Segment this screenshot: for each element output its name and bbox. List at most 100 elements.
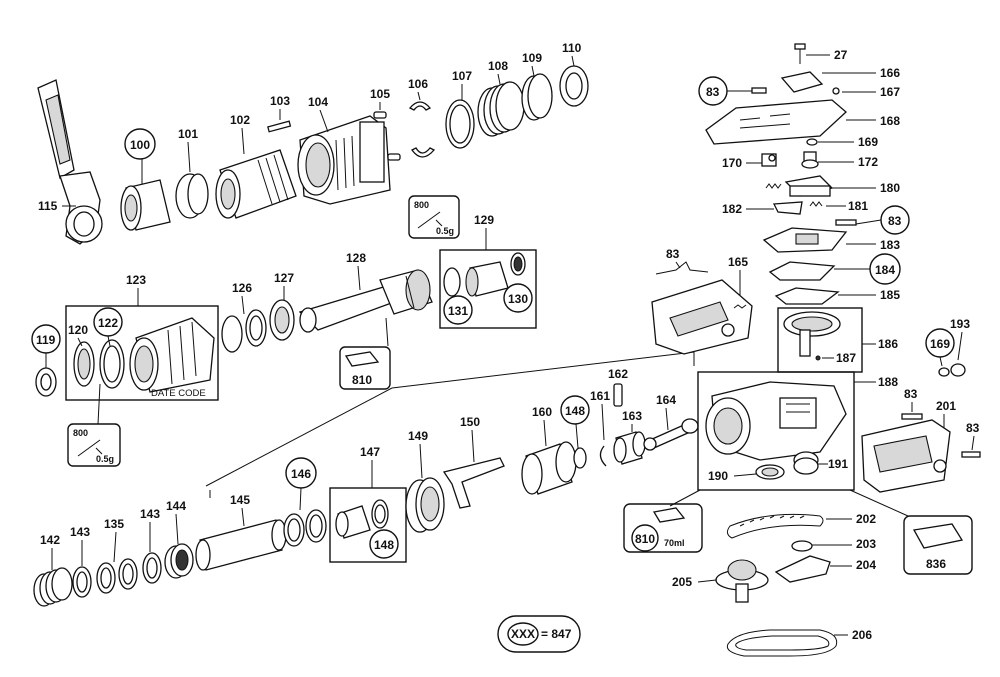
piston-part-147 bbox=[335, 499, 389, 539]
washer-part-110 bbox=[559, 65, 589, 107]
label-104: 104 bbox=[308, 95, 328, 109]
label-162: 162 bbox=[608, 367, 628, 381]
group-box-147 bbox=[329, 487, 407, 563]
clutch-part-123 bbox=[73, 317, 215, 393]
label-810-b: 810 bbox=[635, 532, 655, 546]
label-122: 122 bbox=[98, 316, 118, 330]
label-145: 145 bbox=[230, 493, 250, 507]
spring-part-180a bbox=[765, 183, 782, 189]
bearing-part-191 bbox=[793, 451, 819, 475]
grease-note-800-a: 800 bbox=[414, 200, 429, 210]
sleeve-part bbox=[120, 179, 171, 231]
label-105: 105 bbox=[370, 87, 390, 101]
label-142: 142 bbox=[40, 533, 60, 547]
gear-part-129 bbox=[443, 252, 526, 297]
spring-part-142 bbox=[33, 567, 73, 607]
front-housing-part bbox=[297, 115, 391, 205]
label-186: 186 bbox=[878, 337, 898, 351]
label-201: 201 bbox=[936, 399, 956, 413]
oring-part-169 bbox=[806, 138, 818, 146]
label-150: 150 bbox=[460, 415, 480, 429]
label-101: 101 bbox=[178, 127, 198, 141]
label-166: 166 bbox=[880, 66, 900, 80]
label-160: 160 bbox=[532, 405, 552, 419]
label-185: 185 bbox=[880, 288, 900, 302]
label-172: 172 bbox=[858, 155, 878, 169]
switch-block-part-180 bbox=[784, 175, 834, 197]
label-182: 182 bbox=[722, 202, 742, 216]
screw-part-83b bbox=[835, 219, 857, 226]
label-164: 164 bbox=[656, 393, 676, 407]
label-109: 109 bbox=[522, 51, 542, 65]
group-box-129 bbox=[439, 249, 537, 329]
ring-part-148a bbox=[573, 447, 587, 469]
label-123: 123 bbox=[126, 273, 146, 287]
spindle-part-128 bbox=[298, 269, 433, 333]
label-180: 180 bbox=[880, 181, 900, 195]
gear-housing-part-165 bbox=[651, 279, 753, 355]
label-169: 169 bbox=[858, 135, 878, 149]
ring-part-127 bbox=[269, 299, 295, 341]
label-161: 161 bbox=[590, 389, 610, 403]
label-810-a: 810 bbox=[352, 373, 372, 387]
label-204: 204 bbox=[856, 558, 876, 572]
label-131: 131 bbox=[448, 304, 468, 318]
screw-part-83d bbox=[901, 413, 923, 420]
label-205: 205 bbox=[672, 575, 692, 589]
label-190: 190 bbox=[708, 469, 728, 483]
label-130: 130 bbox=[508, 292, 528, 306]
cover-part-168 bbox=[705, 99, 847, 145]
label-143-b: 143 bbox=[140, 507, 160, 521]
lever-part-150 bbox=[442, 457, 505, 509]
ring-part-109 bbox=[521, 73, 553, 121]
plate-part-183 bbox=[762, 227, 848, 253]
grease-note-05g-a: 0.5g bbox=[436, 226, 454, 236]
gasket-part-185 bbox=[774, 287, 840, 305]
axis-line-lower bbox=[205, 387, 393, 487]
oring-part-169b bbox=[938, 367, 950, 377]
bearing-part-190 bbox=[755, 464, 785, 480]
label-83-e: 83 bbox=[966, 421, 980, 435]
label-183: 183 bbox=[880, 238, 900, 252]
label-165: 165 bbox=[728, 255, 748, 269]
label-836: 836 bbox=[926, 557, 946, 571]
grease-note-box-a bbox=[408, 195, 460, 239]
label-144: 144 bbox=[166, 499, 186, 513]
label-110: 110 bbox=[562, 41, 582, 55]
lube-note-box-810-a bbox=[339, 346, 391, 390]
label-27: 27 bbox=[834, 48, 848, 62]
label-193: 193 bbox=[950, 317, 970, 331]
bearing-part-160 bbox=[521, 441, 577, 495]
label-202: 202 bbox=[856, 512, 876, 526]
legend-box bbox=[497, 615, 581, 653]
spring-part-181 bbox=[809, 201, 823, 207]
label-148-a: 148 bbox=[565, 404, 585, 418]
motor-housing-part-201 bbox=[861, 419, 951, 493]
label-168: 168 bbox=[880, 114, 900, 128]
label-170: 170 bbox=[722, 156, 742, 170]
snap-ring-part-161 bbox=[599, 445, 607, 467]
side-handle-part bbox=[37, 79, 103, 245]
label-127: 127 bbox=[274, 271, 294, 285]
label-149: 149 bbox=[408, 429, 428, 443]
grease-note-05g-b: 0.5g bbox=[96, 454, 114, 464]
lube-note-70ml: 70ml bbox=[664, 538, 685, 548]
chain-part-202 bbox=[726, 513, 824, 539]
label-83-d: 83 bbox=[904, 387, 918, 401]
grease-note-box-b bbox=[67, 423, 121, 467]
label-184: 184 bbox=[875, 263, 895, 277]
label-128: 128 bbox=[346, 251, 366, 265]
legend-code: XXX bbox=[511, 627, 535, 641]
label-188: 188 bbox=[878, 375, 898, 389]
tube-part-145 bbox=[195, 519, 287, 571]
label-83-c: 83 bbox=[666, 247, 680, 261]
ring-part-107 bbox=[445, 99, 475, 149]
label-106: 106 bbox=[408, 77, 428, 91]
pin-part-162 bbox=[613, 383, 623, 407]
gear-part-186 bbox=[783, 311, 841, 361]
label-167: 167 bbox=[880, 85, 900, 99]
ring-part-101 bbox=[175, 173, 209, 219]
label-187: 187 bbox=[836, 351, 856, 365]
ring-part-144 bbox=[164, 543, 194, 579]
